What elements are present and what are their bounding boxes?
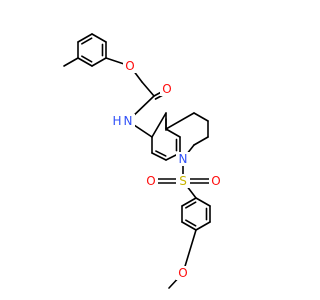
ring-bond <box>193 136 209 146</box>
atom-labels: O O H N N S O O O <box>111 59 223 280</box>
methoxy-oxygen-atom: O <box>176 266 190 280</box>
methoxy-oxygen-label: O <box>178 266 187 280</box>
carbonyl-oxygen-label: O <box>162 82 171 96</box>
sulfonyl-oxygen-left-atom: O <box>144 174 158 188</box>
toluene-bond <box>91 33 107 43</box>
benzo-double-bond <box>151 152 167 161</box>
benzo-double-bond-inner <box>155 150 167 157</box>
anisole-double-bond <box>181 221 197 231</box>
toluene-double-bond <box>77 33 93 43</box>
methylene-bond <box>141 81 155 97</box>
methyl-bond <box>63 57 79 67</box>
anisole-double-bond <box>181 197 197 207</box>
amide-nitrogen-atom: H N <box>111 114 135 128</box>
benzo-bond <box>165 128 181 138</box>
ring-nitrogen-label: N <box>179 152 188 166</box>
sulfonyl-oxygen-right-atom: O <box>209 174 223 188</box>
sulfonyl-oxygen-right-label: O <box>211 174 220 188</box>
anisole-bond <box>195 221 211 231</box>
benzo-bond <box>151 112 167 138</box>
sulfonyl-oxygen-left-label: O <box>146 174 155 188</box>
sulfur-label: S <box>179 174 187 188</box>
ether-oxygen-label: O <box>125 59 134 73</box>
ring-bond <box>193 112 209 122</box>
sulfur-atom: S <box>176 174 190 188</box>
carbonyl-oxygen-atom: O <box>160 82 174 96</box>
anisole-bond <box>195 197 211 207</box>
ring-nitrogen-atom: N <box>176 152 190 166</box>
methoxy-bond <box>182 229 197 274</box>
amide-hydrogen-label: H <box>112 114 121 128</box>
anisole-double-bond-inner <box>185 219 197 227</box>
toluene-double-bond-inner <box>81 55 93 63</box>
ring-bond <box>165 112 195 130</box>
ether-oxygen-atom: O <box>123 59 137 73</box>
toluene-double-bond <box>77 57 93 67</box>
anisole-double-bond-inner <box>185 201 197 209</box>
molecule-structure: O O H N N S O O O <box>63 33 223 289</box>
toluene-bond <box>91 57 107 67</box>
toluene-double-bond-inner <box>81 37 93 45</box>
amide-nitrogen-label: N <box>124 114 133 128</box>
